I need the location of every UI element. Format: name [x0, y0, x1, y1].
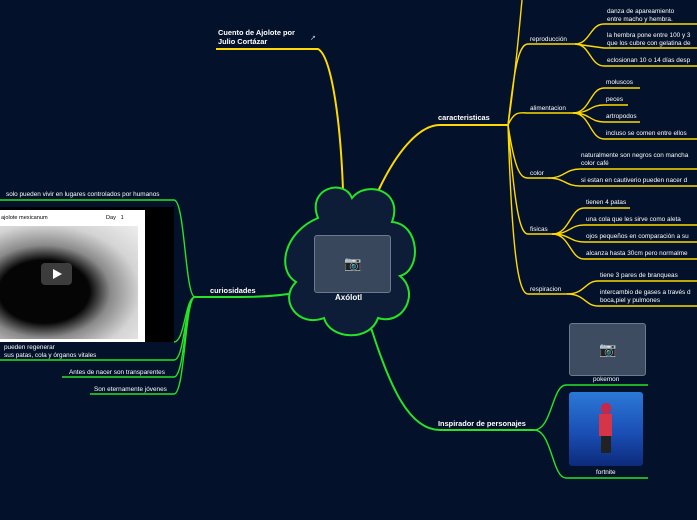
- alimentacion-node[interactable]: alimentacion: [530, 105, 566, 112]
- external-link-icon[interactable]: ↗: [310, 35, 316, 42]
- fisicas-leaf-1[interactable]: tienen 4 patas: [586, 199, 627, 206]
- fisicas-leaf-4[interactable]: alcanza hasta 30cm pero normalme: [586, 250, 688, 257]
- fortnite-label[interactable]: fortnite: [596, 469, 616, 476]
- fisicas-leaf-3[interactable]: ojos pequeños en comparación a su: [586, 233, 689, 240]
- video-day-label: Day 1: [106, 215, 124, 221]
- reproduccion-leaf-1[interactable]: danza de apareamiento entre macho y hemb…: [607, 8, 675, 23]
- connector-cuento: [216, 48, 344, 191]
- reproduccion-leaf-2[interactable]: la hembra pone entre 100 y 3 que los cub…: [607, 32, 691, 47]
- color-leaf-1[interactable]: naturalmente son negros con mancha color…: [581, 152, 689, 167]
- fortnite-image[interactable]: [569, 392, 643, 466]
- curiosidades-node[interactable]: curiosidades: [210, 286, 256, 295]
- curiosidades-leaf-4[interactable]: Son eternamente jóvenes: [94, 386, 167, 393]
- camera-icon: 📷: [344, 255, 362, 271]
- respiracion-node[interactable]: respiracion: [530, 286, 562, 293]
- curiosidades-leaf-3[interactable]: Antes de nacer son transparentes: [69, 369, 165, 376]
- central-image: 📷: [314, 235, 391, 293]
- respiracion-leaf-2[interactable]: intercambio de gases a través d boca,pie…: [600, 289, 691, 304]
- alimentacion-leaf-3[interactable]: artropodos: [606, 113, 637, 120]
- caracteristicas-node[interactable]: caracteristicas: [438, 113, 490, 122]
- video-embed[interactable]: ajolote mexicanum Day 1: [0, 207, 174, 342]
- curiosidades-leaf-1[interactable]: solo pueden vivir en lugares controlados…: [6, 191, 160, 198]
- fortnite-character: [598, 403, 613, 453]
- pokemon-image[interactable]: 📷: [569, 323, 646, 376]
- connector-caracteristicas: [371, 124, 508, 206]
- fisicas-node[interactable]: fisicas: [530, 226, 548, 233]
- camera-icon: 📷: [599, 341, 617, 357]
- connector-inspirador: [367, 317, 534, 431]
- alimentacion-leaf-2[interactable]: peces: [606, 96, 624, 103]
- fisicas-leaf-2[interactable]: una cola que les sirve como aleta: [586, 216, 681, 223]
- video-title: ajolote mexicanum: [1, 215, 48, 221]
- color-node[interactable]: color: [530, 170, 544, 177]
- video-frame: ajolote mexicanum Day 1: [0, 210, 145, 342]
- cuento-node[interactable]: Cuento de Ajolote por Julio Cortázar: [218, 28, 295, 46]
- alimentacion-leaf-1[interactable]: moluscos: [606, 79, 633, 86]
- inspirador-node[interactable]: Inspirador de personajes: [438, 419, 526, 428]
- color-leaf-2[interactable]: si estan en cautiverio pueden nacer d: [581, 177, 688, 184]
- curiosidades-leaf-2[interactable]: pueden regenerar sus patas, cola y órgan…: [4, 344, 97, 359]
- central-title[interactable]: Axólotl: [335, 293, 363, 302]
- respiracion-leaf-1[interactable]: tiene 3 pares de branqueas: [600, 272, 678, 279]
- reproduccion-leaf-3[interactable]: eclosionan 10 o 14 días desp: [607, 57, 691, 64]
- pokemon-label[interactable]: pokemon: [593, 376, 620, 383]
- alimentacion-leaf-4[interactable]: incluso se comen entre ellos: [606, 130, 687, 137]
- play-icon[interactable]: [41, 263, 72, 285]
- reproduccion-node[interactable]: reproducción: [530, 36, 567, 43]
